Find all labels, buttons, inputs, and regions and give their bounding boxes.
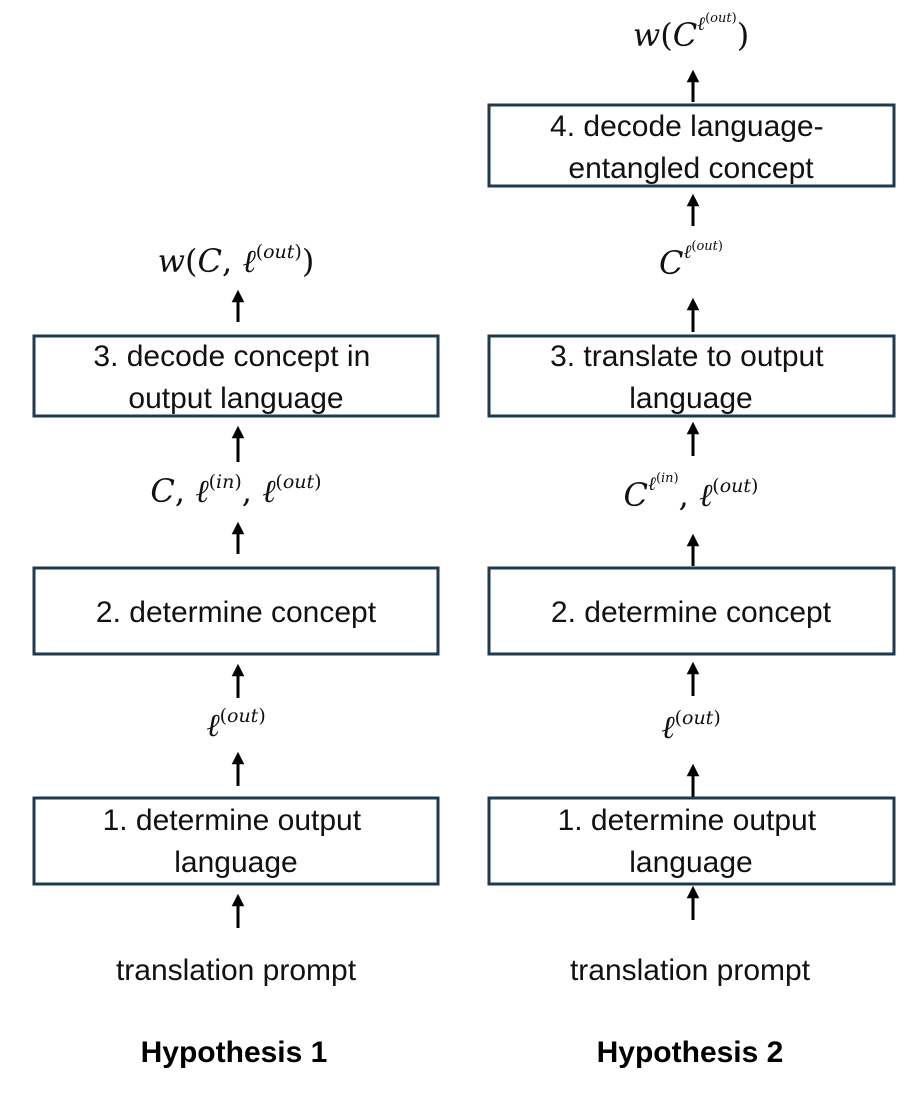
h1-step3-line2: output language — [128, 382, 343, 415]
h1-step1-box — [32, 796, 440, 886]
hypothesis-2-column: w(Cℓ(out)) 4. decode language- entangled… — [487, 11, 896, 1069]
h2-output-label: w(Cℓ(out)) — [633, 11, 749, 54]
h2-step4-line2: entangled concept — [568, 152, 814, 185]
h2-step3-line2: language — [629, 382, 752, 415]
svg-text:2. determine concept: 2. determine concept — [96, 596, 377, 629]
h1-step3-box — [32, 334, 440, 418]
h2-step1-line1: 1. determine output — [558, 804, 817, 837]
svg-text:3. decode concept in out: 3. decode concept in output language — [93, 340, 378, 415]
hypothesis-1-column: w(C, ℓ(out)) 3. decode concept in output… — [32, 241, 440, 1069]
h1-concept-label: C, ℓ(in), ℓ(out) — [150, 471, 321, 510]
h2-title: Hypothesis 2 — [597, 1036, 784, 1069]
h2-concept-label: Cℓ(in), ℓ(out) — [624, 471, 759, 514]
svg-text:3. translate to output l: 3. translate to output language — [550, 340, 832, 415]
h2-language-label: ℓ(out) — [661, 707, 720, 746]
h1-step1-line1: 1. determine output — [103, 804, 362, 837]
h2-step2-box — [487, 566, 896, 656]
h2-step4-box — [487, 103, 896, 188]
h2-step3-line1: 3. translate to output — [550, 340, 824, 373]
svg-text:2. determine concept: 2. determine concept — [551, 596, 832, 629]
svg-text:1. determine output lang: 1. determine output language — [103, 804, 370, 879]
h1-step2-box — [32, 566, 440, 656]
svg-text:1. determine output lang: 1. determine output language — [558, 804, 825, 879]
h1-title: Hypothesis 1 — [141, 1036, 328, 1069]
h2-translated-concept-label: Cℓ(out) — [659, 239, 723, 282]
h2-step2-line1: 2. determine concept — [551, 596, 832, 629]
h2-step4-line1: 4. decode language- — [550, 110, 824, 143]
h1-step2-line1: 2. determine concept — [96, 596, 377, 629]
h1-step1-line2: language — [174, 846, 297, 879]
h1-output-label: w(C, ℓ(out)) — [158, 241, 315, 280]
h1-step3-line1: 3. decode concept in — [93, 340, 370, 373]
h2-step1-line2: language — [629, 846, 752, 879]
h1-language-label: ℓ(out) — [206, 705, 265, 744]
svg-text:4. decode language- enta: 4. decode language- entangled concept — [550, 110, 832, 185]
h2-step3-box — [487, 334, 896, 418]
h1-input-label: translation prompt — [116, 954, 357, 987]
h2-step1-box — [487, 796, 896, 886]
h2-input-label: translation prompt — [570, 954, 811, 987]
